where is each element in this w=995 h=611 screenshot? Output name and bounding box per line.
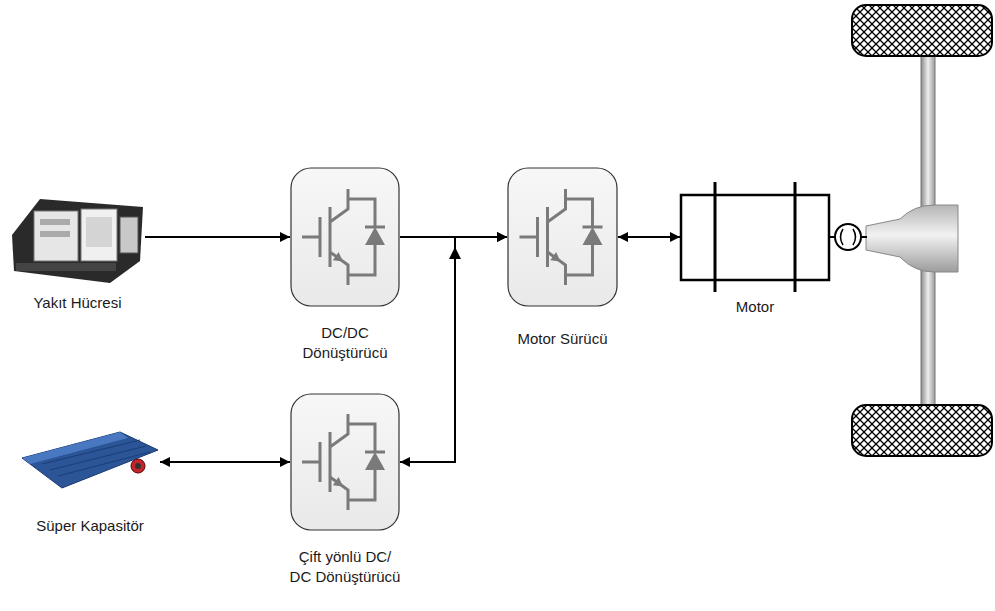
fuel-cell-detail: [86, 217, 112, 247]
fuel-cell-shape: [10, 195, 145, 285]
converter-box-shape: [290, 393, 400, 531]
fuel-cell-panel: [81, 209, 117, 261]
coupling-symbol: [841, 229, 856, 245]
fuel-cell: Yakıt Hücresi: [10, 195, 145, 285]
fuel-cell-frame: [12, 199, 143, 283]
emitter-arrow: [333, 477, 343, 486]
wheel: [852, 405, 992, 456]
emitter-arrow: [550, 252, 560, 261]
connector-arrow: [618, 236, 680, 238]
motor-lines: [715, 182, 795, 292]
igbt-symbol: [302, 414, 385, 510]
supercap-terminal: [131, 459, 145, 473]
fuel-cell-detail: [40, 231, 70, 237]
motor-outline: [681, 195, 829, 280]
node-label: Yakıt Hücresi: [8, 293, 148, 313]
igbt-symbol: [302, 189, 385, 285]
connector-arrow: [400, 237, 507, 462]
supercapacitor: Süper Kapasitör: [20, 428, 160, 492]
fuel-cell-base: [16, 263, 116, 271]
igbt-symbol: [520, 189, 603, 285]
supercap-terminal: [135, 463, 141, 469]
connector-arrow: [160, 461, 290, 463]
converter-box: DC/DC Dönüştürücü: [290, 167, 400, 307]
node-label: Süper Kapasitör: [10, 516, 170, 536]
supercapacitor-shape: [20, 428, 160, 492]
motor-symbol: Motor: [680, 182, 830, 292]
converter-box: Çift yönlü DC/ DC Dönüştürücü: [290, 393, 400, 531]
supercap-body: [22, 432, 158, 488]
node-label: DC/DC Dönüştürücü: [288, 323, 402, 362]
wheel: [852, 5, 992, 56]
connector-arrow: [145, 236, 290, 238]
fuel-cell-panel: [34, 211, 78, 261]
fuel-cell-detail: [40, 219, 70, 225]
coupling-symbol: [835, 224, 861, 250]
fuel-cell-panel: [120, 217, 138, 253]
node-label: Çift yönlü DC/ DC Dönüştürücü: [288, 547, 402, 586]
node-label: Motor: [680, 297, 830, 317]
motor-driver-box-shape: [507, 167, 618, 307]
converter-box-shape: [290, 167, 400, 307]
converter-outline: [508, 168, 617, 306]
differential: [866, 205, 958, 272]
diode-symbol: [365, 227, 385, 245]
converter-outline: [291, 394, 399, 530]
emitter-arrow: [333, 252, 343, 261]
motor-driver-box: Motor Sürücü: [507, 167, 618, 307]
supercap-ridges: [42, 440, 150, 476]
motor-symbol-shape: [680, 182, 830, 292]
converter-outline: [291, 168, 399, 306]
diode-symbol: [365, 452, 385, 470]
node-label: Motor Sürücü: [493, 329, 633, 349]
diode-symbol: [583, 227, 603, 245]
shaft-line: [861, 236, 867, 238]
supercap-top: [22, 432, 128, 464]
